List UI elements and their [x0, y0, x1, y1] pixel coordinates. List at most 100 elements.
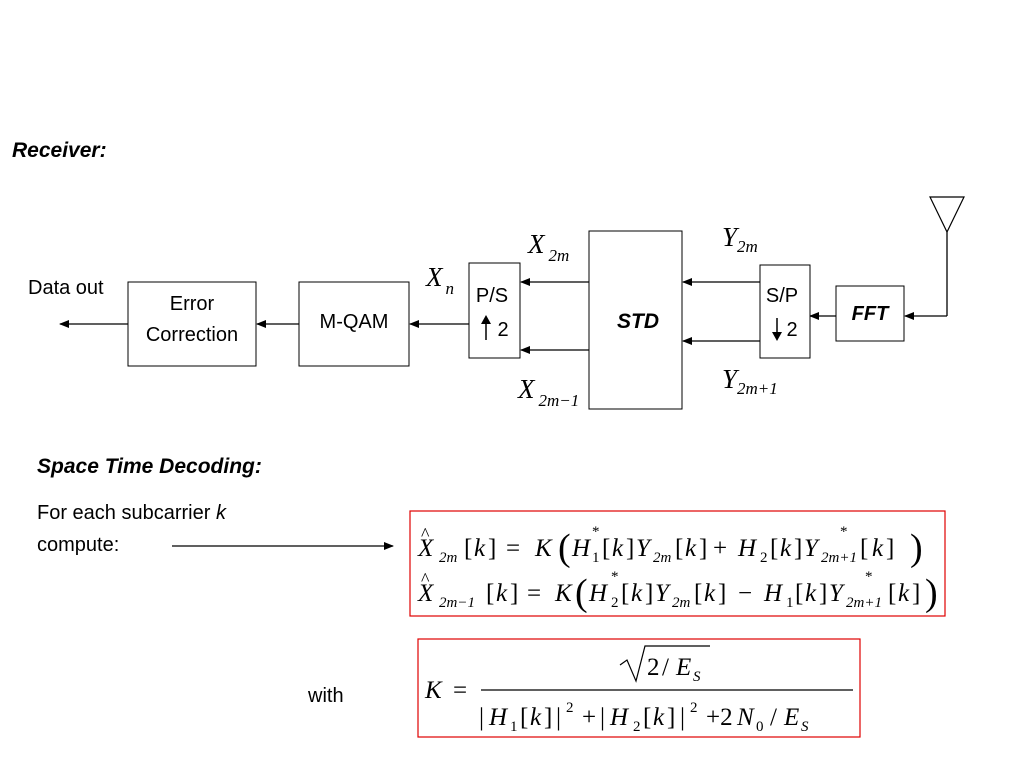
sp-label: S/P — [766, 285, 798, 307]
svg-text:=: = — [453, 677, 467, 704]
svg-text:*: * — [840, 524, 848, 540]
svg-text:K: K — [554, 580, 573, 607]
svg-text:k: k — [474, 535, 486, 562]
svg-text:]: ] — [819, 580, 827, 607]
svg-text:2m+1: 2m+1 — [846, 595, 882, 611]
svg-text:[: [ — [602, 535, 610, 562]
fft-label: FFT — [852, 303, 890, 325]
svg-text:]: ] — [510, 580, 518, 607]
svg-text:+: + — [582, 704, 596, 731]
error-correction-line2: Correction — [146, 324, 238, 346]
svg-text:k: k — [631, 580, 643, 607]
svg-text:[: [ — [464, 535, 472, 562]
svg-text:]: ] — [544, 704, 552, 731]
svg-text:k: k — [780, 535, 792, 562]
svg-text:H: H — [609, 704, 630, 731]
svg-text:[: [ — [675, 535, 683, 562]
svg-text:S: S — [801, 719, 809, 735]
svg-text:Y: Y — [636, 535, 653, 562]
svg-text:[: [ — [888, 580, 896, 607]
svg-text:*: * — [592, 524, 600, 540]
svg-text:2: 2 — [566, 700, 574, 716]
svg-text:1: 1 — [786, 595, 794, 611]
std-label: STD — [617, 310, 659, 333]
svg-text:k: k — [872, 535, 884, 562]
svg-text:): ) — [910, 527, 923, 569]
svg-text:2: 2 — [690, 700, 698, 716]
fft-block — [835, 285, 905, 342]
svg-text:+2: +2 — [706, 704, 733, 731]
svg-text:|: | — [479, 704, 484, 731]
equation-x2m-hat: X ^ 2m [k] = K ( H * 1 [k] Y 2m [k] + H … — [417, 524, 923, 569]
up-arrow-icon — [481, 315, 491, 340]
svg-text:0: 0 — [756, 719, 764, 735]
sp-block — [759, 264, 811, 359]
y2m1-label: Y2m+1 — [722, 364, 778, 398]
svg-text:k: k — [685, 535, 697, 562]
svg-text:K: K — [534, 535, 553, 562]
svg-text:Y: Y — [804, 535, 821, 562]
k-equation-box — [417, 638, 861, 738]
svg-text:k: k — [704, 580, 716, 607]
svg-text:]: ] — [699, 535, 707, 562]
svg-text:k: k — [898, 580, 910, 607]
svg-text:X: X — [417, 535, 435, 562]
svg-text:|: | — [600, 704, 605, 731]
error-correction-line1: Error — [170, 293, 215, 315]
svg-text:[: [ — [770, 535, 778, 562]
svg-text:2m−1: 2m−1 — [439, 595, 475, 611]
svg-text:k: k — [496, 580, 508, 607]
down-arrow-icon — [772, 318, 782, 341]
svg-text:2: 2 — [611, 595, 619, 611]
decoding-heading: Space Time Decoding: — [37, 455, 262, 478]
svg-text:k: k — [530, 704, 542, 731]
svg-text:E: E — [675, 654, 691, 681]
ps-label: P/S — [476, 285, 508, 307]
equation-x2m1-hat: X ^ 2m−1 [k] = K ( H * 2 [k] Y 2m [k] − … — [417, 569, 938, 614]
svg-text:]: ] — [886, 535, 894, 562]
svg-text:]: ] — [718, 580, 726, 607]
mqam-label: M-QAM — [320, 311, 389, 333]
svg-text:H: H — [488, 704, 509, 731]
svg-text:(: ( — [558, 527, 571, 569]
svg-text:[: [ — [520, 704, 528, 731]
std-block — [588, 230, 683, 410]
svg-text:E: E — [783, 704, 799, 731]
ps-block — [468, 262, 521, 359]
svg-text:]: ] — [626, 535, 634, 562]
svg-text:2m: 2m — [653, 550, 672, 566]
svg-text:(: ( — [575, 572, 588, 614]
svg-text:*: * — [865, 569, 873, 585]
svg-text:K: K — [424, 677, 443, 704]
svg-text:−: − — [738, 580, 752, 607]
svg-text:H: H — [571, 535, 592, 562]
svg-text:|: | — [556, 704, 561, 731]
svg-text:2m+1: 2m+1 — [821, 550, 857, 566]
svg-text:]: ] — [645, 580, 653, 607]
svg-text:]: ] — [667, 704, 675, 731]
svg-text:1: 1 — [592, 550, 600, 566]
data-out-label: Data out — [28, 277, 104, 299]
svg-text:/: / — [770, 704, 777, 731]
svg-text:^: ^ — [421, 524, 430, 544]
error-correction-block — [127, 281, 257, 367]
svg-text:2m: 2m — [672, 595, 691, 611]
sp-factor: 2 — [786, 319, 797, 341]
svg-text:1: 1 — [510, 719, 518, 735]
svg-text:S: S — [693, 669, 701, 685]
svg-text:N: N — [736, 704, 755, 731]
svg-text:2m: 2m — [439, 550, 458, 566]
svg-text:k: k — [612, 535, 624, 562]
svg-text:Y: Y — [655, 580, 672, 607]
svg-text:Y: Y — [829, 580, 846, 607]
svg-text:2: 2 — [633, 719, 641, 735]
svg-text:H: H — [737, 535, 758, 562]
mqam-block — [298, 281, 410, 367]
ps-factor: 2 — [497, 319, 508, 341]
svg-text:k: k — [653, 704, 665, 731]
svg-text:H: H — [763, 580, 784, 607]
svg-text:+: + — [713, 535, 727, 562]
